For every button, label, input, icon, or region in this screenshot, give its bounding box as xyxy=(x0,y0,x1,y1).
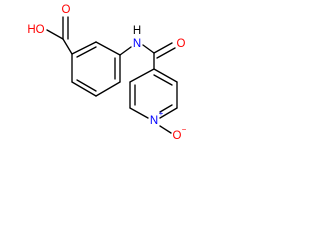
bond-benzene-4 xyxy=(95,81,121,97)
bond-carbonyl-c-o-1 xyxy=(153,42,173,54)
atom-label-layer: HO O N H O N + O − xyxy=(27,4,186,142)
bond-benzene-inner-3 xyxy=(76,79,97,92)
carboxyl-oxygen-label: O xyxy=(62,4,71,16)
bond-nh-carbonyl-c xyxy=(142,44,155,54)
amide-oxygen-label: O xyxy=(177,38,186,50)
bond-carbonyl-c-o-2 xyxy=(156,47,176,59)
bond-n-oxide xyxy=(159,125,172,134)
pyridine-nitrogen-positive-charge: + xyxy=(159,109,164,118)
amide-hydrogen-label: H xyxy=(133,25,141,37)
bond-acid-c-oh xyxy=(46,29,64,40)
n-oxide-oxygen-negative-charge: − xyxy=(182,125,187,134)
bond-benzene-1 xyxy=(71,41,97,55)
bond-ring-nh xyxy=(119,46,132,56)
pyridine-nitrogen-label: N xyxy=(150,115,158,127)
bond-layer xyxy=(46,16,178,134)
bond-benzene-2 xyxy=(95,41,121,56)
bond-benzene-inner-1 xyxy=(76,46,97,58)
n-oxide-oxygen-label: O xyxy=(173,130,182,142)
bond-pyridine-6 xyxy=(153,68,178,83)
hydroxyl-label: HO xyxy=(27,24,44,36)
bond-pyridine-3 xyxy=(129,107,149,119)
bond-pyridine-1 xyxy=(129,68,155,83)
bond-pyridine-inner-3 xyxy=(153,74,173,86)
molecule-structure: HO O N H O N + O − xyxy=(27,4,186,142)
amide-nitrogen-label: N xyxy=(133,38,141,50)
bond-pyridine-inner-2 xyxy=(159,104,173,113)
bond-pyridine-4 xyxy=(159,107,178,119)
bond-acid-c-ring xyxy=(62,38,73,55)
bond-benzene-5 xyxy=(71,81,97,97)
